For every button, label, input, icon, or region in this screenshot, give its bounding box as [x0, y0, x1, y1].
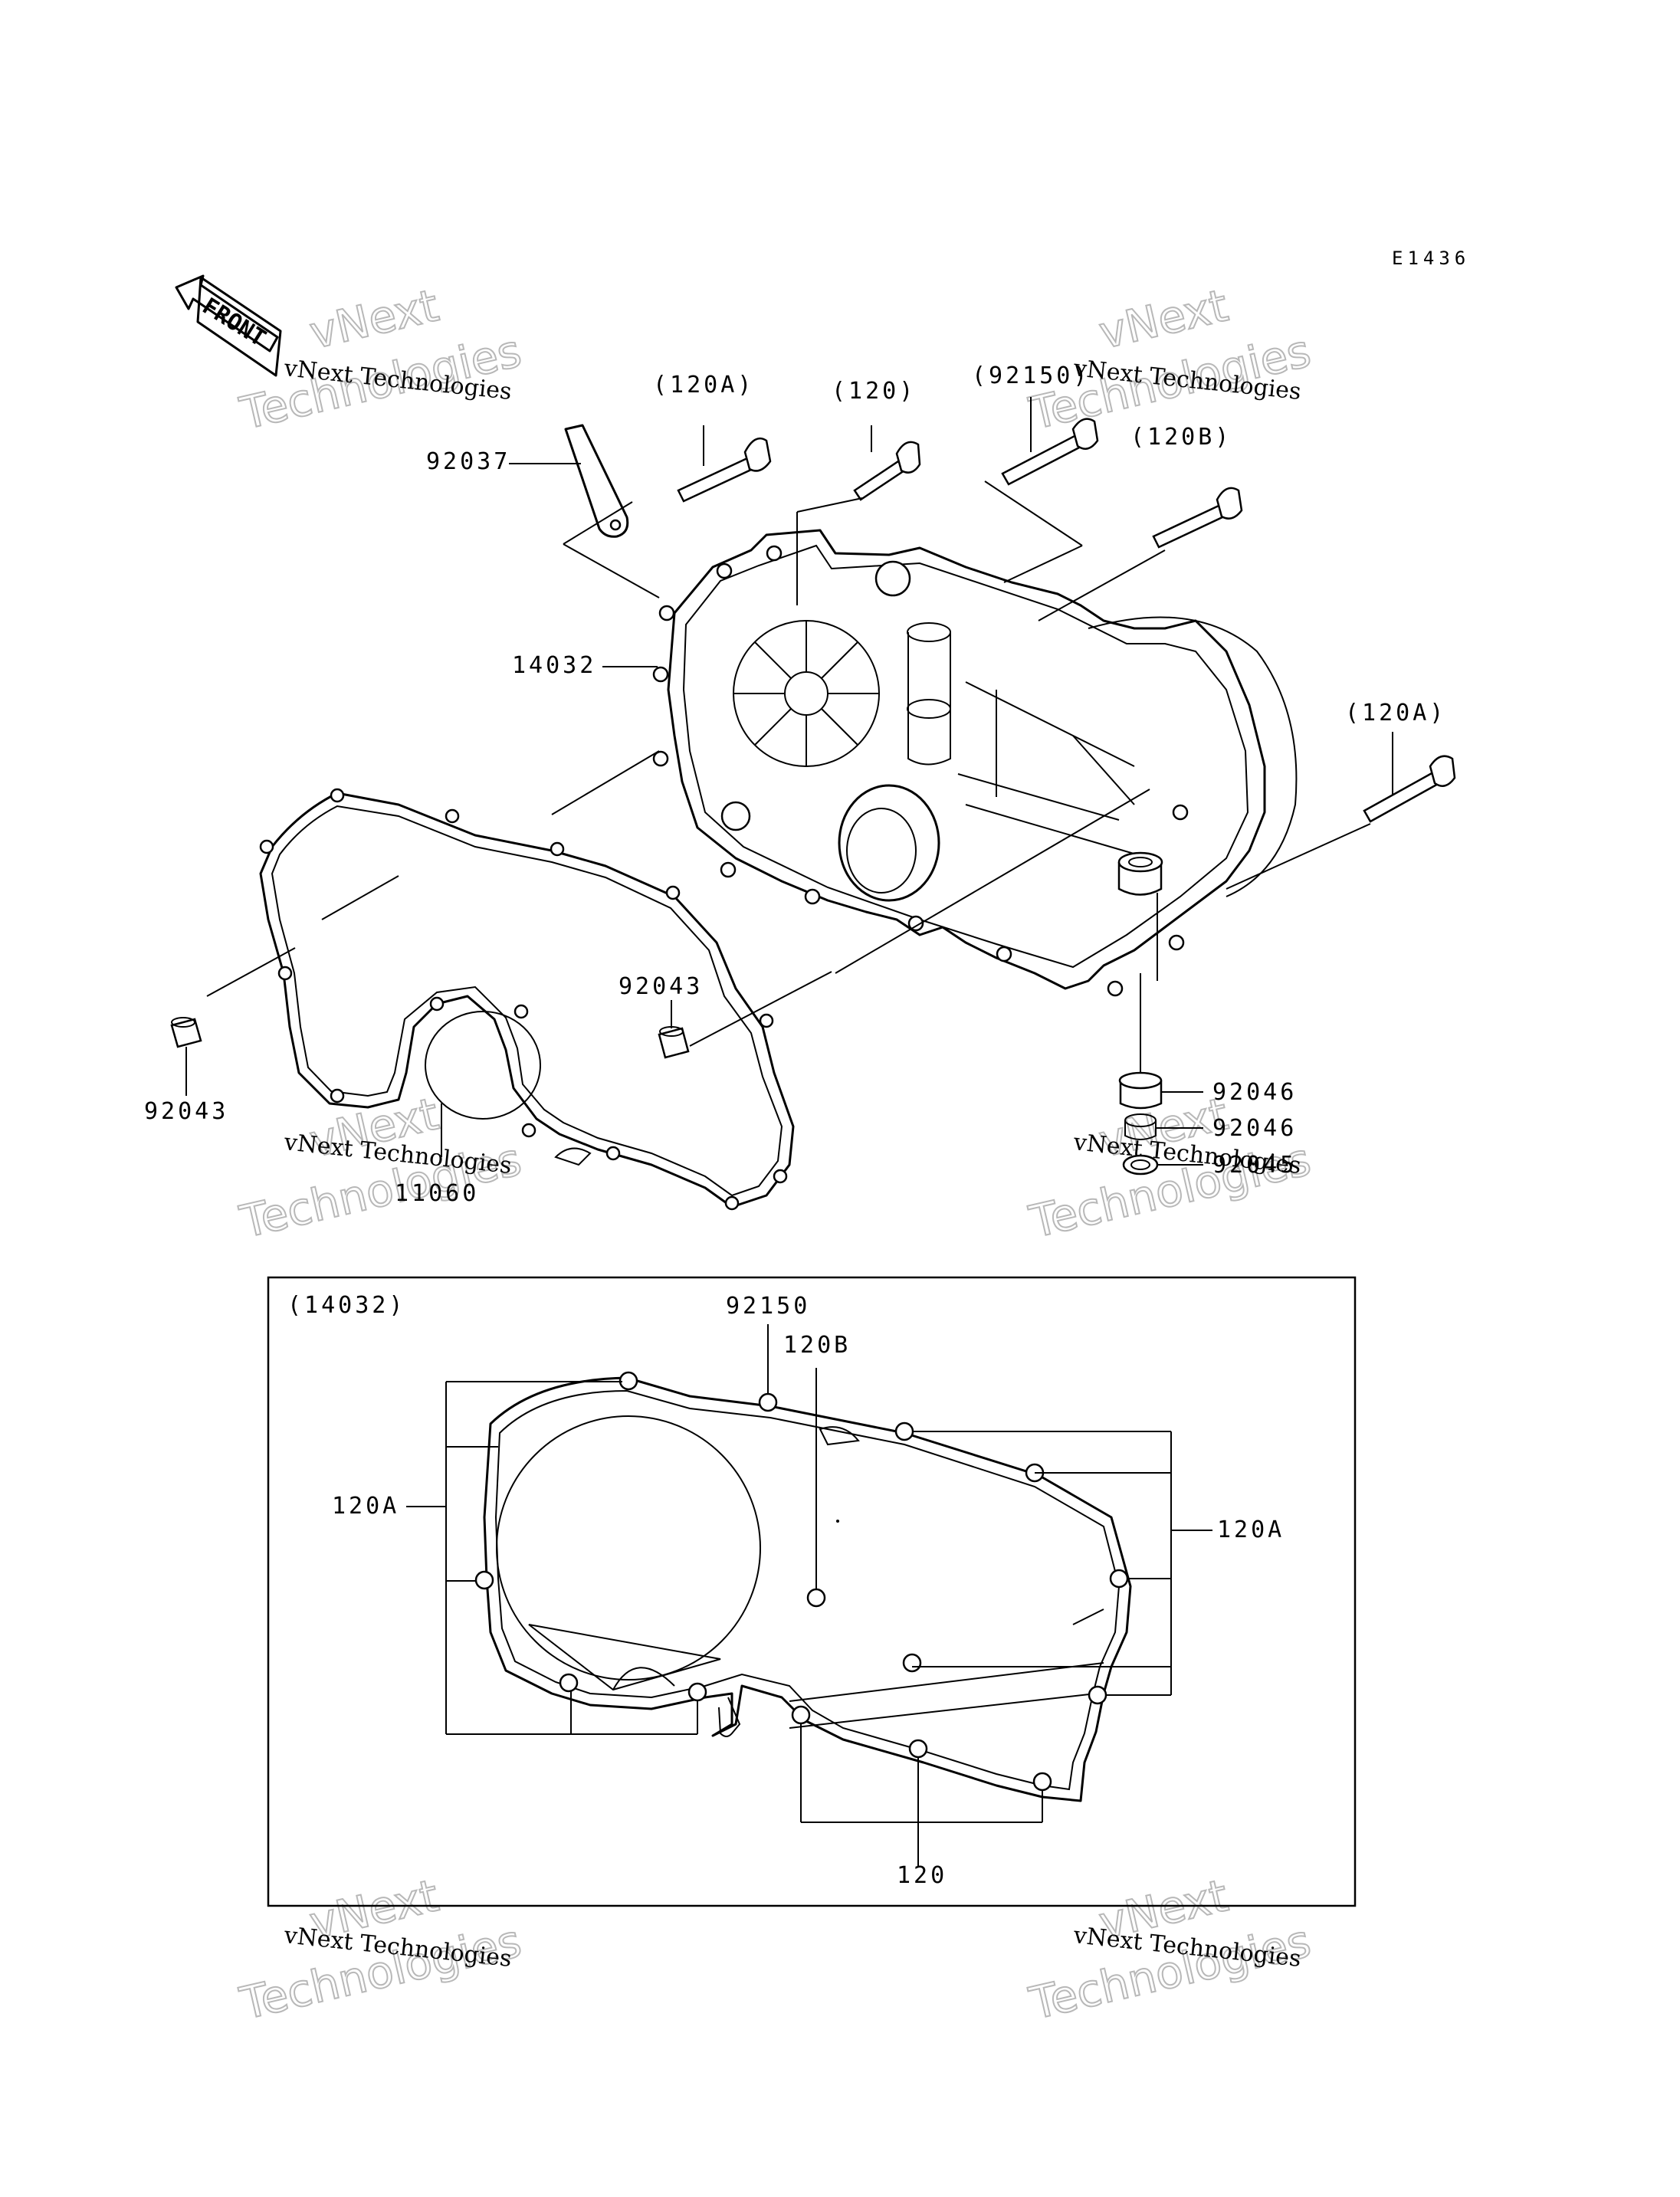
- label-92043-left: 92043: [144, 1098, 228, 1125]
- label-120A-top: (120A): [653, 372, 754, 398]
- label-120A-right: (120A): [1345, 700, 1446, 726]
- inset-title: (14032): [287, 1292, 405, 1319]
- label-120-top: (120): [832, 378, 916, 405]
- label-92046-b: 92046: [1212, 1115, 1297, 1142]
- gasket-11060: [259, 788, 795, 1211]
- inset-label-120: 120: [897, 1862, 947, 1889]
- bolt-120A-right: [1363, 732, 1456, 823]
- bracket-92037: [509, 424, 629, 538]
- inset-label-120B: 120B: [783, 1332, 851, 1359]
- front-arrow-icon: FRONT: [175, 274, 282, 377]
- label-92037: 92037: [426, 448, 510, 475]
- bolt-92150-top: [1001, 397, 1099, 486]
- front-label: FRONT: [198, 293, 271, 353]
- bolt-120A-top: [677, 425, 772, 503]
- watermark-top-left: vNext Technologies vNext Technologies: [235, 278, 527, 441]
- label-92150-top: (92150): [972, 362, 1090, 389]
- dowel-92043-left: [170, 1017, 202, 1096]
- inset-box: (14032): [267, 1276, 1357, 1907]
- watermark-bottom-left: vNext Technologies vNext Technologies: [235, 1868, 527, 2031]
- bolt-120B-top: [1152, 487, 1243, 549]
- diagram-code: E1436: [1392, 248, 1470, 269]
- bolt-120-top: [853, 425, 921, 501]
- label-92043-mid: 92043: [619, 973, 703, 1000]
- label-11060: 11060: [395, 1180, 479, 1207]
- plug-stack: [1117, 851, 1203, 1176]
- watermark-mid-left: vNext Technologies vNext Technologies: [235, 1087, 527, 1249]
- label-14032: 14032: [512, 652, 596, 679]
- inset-label-120A-right: 120A: [1217, 1517, 1285, 1543]
- label-92046-a: 92046: [1212, 1079, 1297, 1106]
- label-92045: 92045: [1212, 1152, 1297, 1179]
- label-120B-top: (120B): [1130, 424, 1232, 451]
- watermark-top-right: vNext Technologies vNext Technologies: [1024, 278, 1316, 441]
- clutch-cover-14032: [652, 529, 1298, 997]
- inset-label-120A-left: 120A: [332, 1493, 399, 1520]
- inset-label-92150: 92150: [726, 1293, 810, 1320]
- watermark-bottom-right: vNext Technologies vNext Technologies: [1024, 1868, 1316, 2031]
- dowel-92043-mid: [658, 789, 1150, 1059]
